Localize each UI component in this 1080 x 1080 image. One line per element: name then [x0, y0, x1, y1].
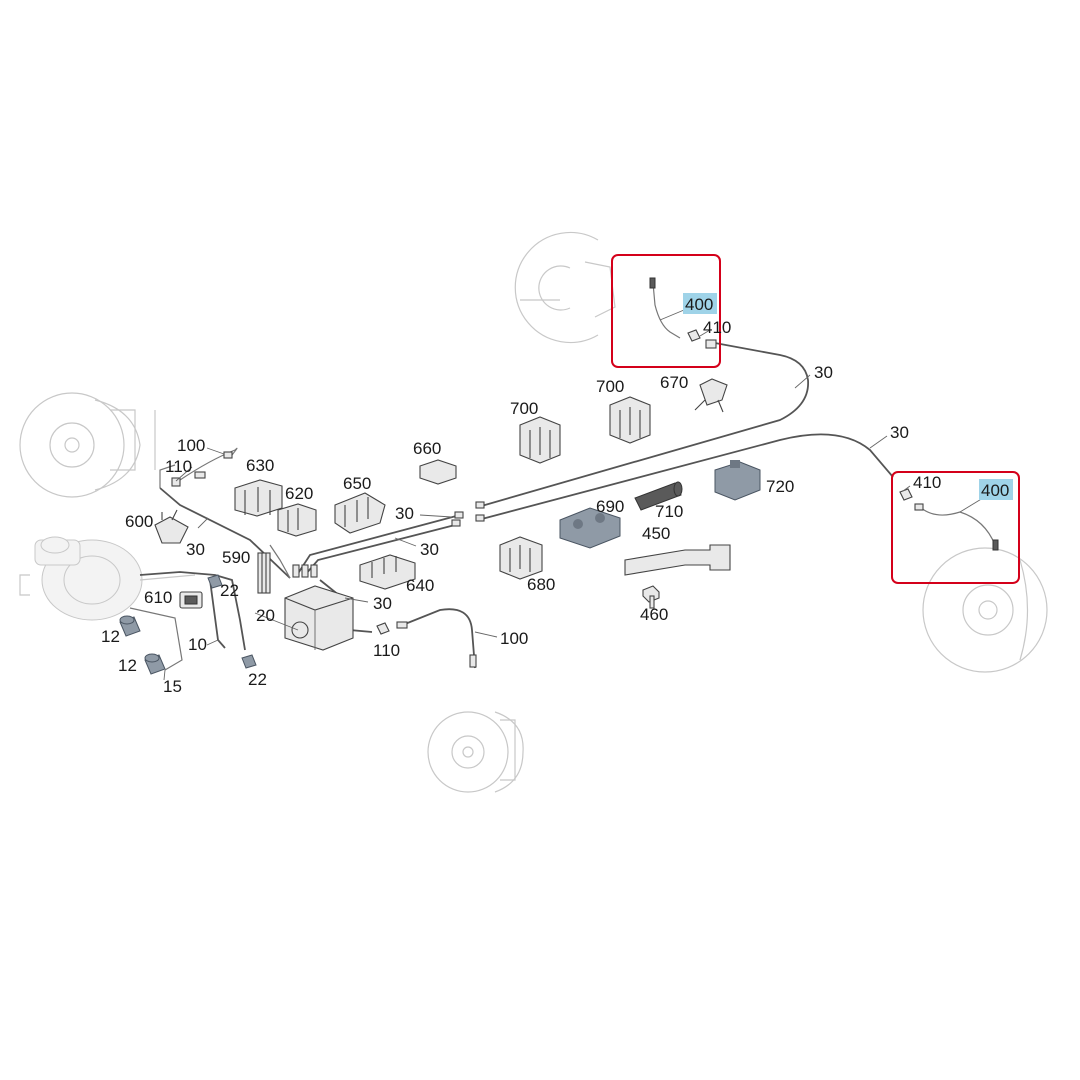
brake-booster-master-cylinder — [19, 536, 196, 621]
label-highlight-400-upper — [683, 293, 717, 314]
label-highlight-400-lower — [979, 479, 1013, 500]
plug-12-lower — [144, 653, 166, 675]
label-10[interactable]: 10 — [188, 635, 207, 654]
bracket-590 — [257, 552, 271, 594]
fitting-110-front-left — [171, 477, 181, 487]
label-680[interactable]: 680 — [527, 575, 555, 594]
brake-pad-sensor-400-upper — [649, 277, 681, 339]
label-100-front-right[interactable]: 100 — [500, 629, 528, 648]
fitting-110-front-right — [376, 622, 390, 635]
label-690[interactable]: 690 — [596, 497, 624, 516]
clip-630 — [234, 479, 283, 517]
label-610[interactable]: 610 — [144, 588, 172, 607]
label-660[interactable]: 660 — [413, 439, 441, 458]
label-700-right[interactable]: 700 — [596, 377, 624, 396]
clip-700-right — [609, 396, 651, 444]
label-630[interactable]: 630 — [246, 456, 274, 475]
plug-12-upper — [119, 615, 141, 637]
clip-660 — [419, 459, 457, 485]
label-22-upper[interactable]: 22 — [220, 581, 239, 600]
label-720[interactable]: 720 — [766, 477, 794, 496]
clip-690 — [559, 507, 621, 549]
label-30-left[interactable]: 30 — [186, 540, 205, 559]
ghost-wheel-rear-right — [922, 547, 1048, 673]
label-600[interactable]: 600 — [125, 512, 153, 531]
label-100-front-left[interactable]: 100 — [177, 436, 205, 455]
clip-650 — [334, 492, 386, 534]
clip-680 — [499, 536, 543, 580]
label-12-lower[interactable]: 12 — [118, 656, 137, 675]
clip-640 — [359, 554, 416, 590]
label-620[interactable]: 620 — [285, 484, 313, 503]
pipe-connectors — [451, 501, 485, 527]
label-590[interactable]: 590 — [222, 548, 250, 567]
label-650[interactable]: 650 — [343, 474, 371, 493]
ghost-wheel-front-right — [427, 711, 524, 793]
label-30-center[interactable]: 30 — [420, 540, 439, 559]
label-22-lower[interactable]: 22 — [248, 670, 267, 689]
highlight-box-upper — [611, 254, 721, 368]
clip-700-left — [519, 416, 561, 464]
brake-pad-sensor-400-lower — [919, 506, 999, 551]
label-640[interactable]: 640 — [406, 576, 434, 595]
bracket-450 — [624, 544, 731, 576]
label-710[interactable]: 710 — [655, 502, 683, 521]
label-30-center-left[interactable]: 30 — [395, 504, 414, 523]
label-670[interactable]: 670 — [660, 373, 688, 392]
label-400-lower[interactable]: 400 — [981, 481, 1009, 500]
part-labels: 400 410 30 700 700 670 30 410 400 720 71… — [101, 295, 1009, 696]
label-30-lower[interactable]: 30 — [373, 594, 392, 613]
plug-22-lower — [241, 654, 257, 669]
ghost-wheel-front-left — [19, 392, 156, 498]
label-30-right[interactable]: 30 — [890, 423, 909, 442]
label-30-upper-right[interactable]: 30 — [814, 363, 833, 382]
label-400-upper[interactable]: 400 — [685, 295, 713, 314]
brake-pipes — [129, 342, 894, 671]
label-12-upper[interactable]: 12 — [101, 627, 120, 646]
plug-22-upper — [207, 574, 223, 589]
label-460[interactable]: 460 — [640, 605, 668, 624]
label-410-lower[interactable]: 410 — [913, 473, 941, 492]
label-20[interactable]: 20 — [256, 606, 275, 625]
bracket-720 — [714, 460, 761, 501]
label-700-left[interactable]: 700 — [510, 399, 538, 418]
clip-600 — [154, 509, 189, 544]
bracket-610 — [179, 591, 203, 609]
clip-620 — [277, 503, 317, 537]
label-450[interactable]: 450 — [642, 524, 670, 543]
label-15[interactable]: 15 — [163, 677, 182, 696]
highlight-box-lower — [891, 471, 1020, 584]
label-110-front-left[interactable]: 110 — [165, 457, 192, 476]
fitting-410-lower — [899, 488, 924, 511]
label-110-front-right[interactable]: 110 — [373, 641, 400, 660]
leader-lines — [163, 309, 984, 681]
brake-hose-100-front-right — [396, 621, 477, 668]
fitting-410-upper — [687, 329, 717, 349]
clip-670 — [694, 378, 728, 413]
label-410-upper[interactable]: 410 — [703, 318, 731, 337]
abs-hydraulic-unit — [284, 564, 354, 651]
bolt-460 — [642, 585, 660, 609]
ghost-wheel-rear-left — [514, 231, 616, 344]
brake-hose-100-front-left — [194, 451, 233, 479]
sleeve-710 — [634, 481, 683, 511]
